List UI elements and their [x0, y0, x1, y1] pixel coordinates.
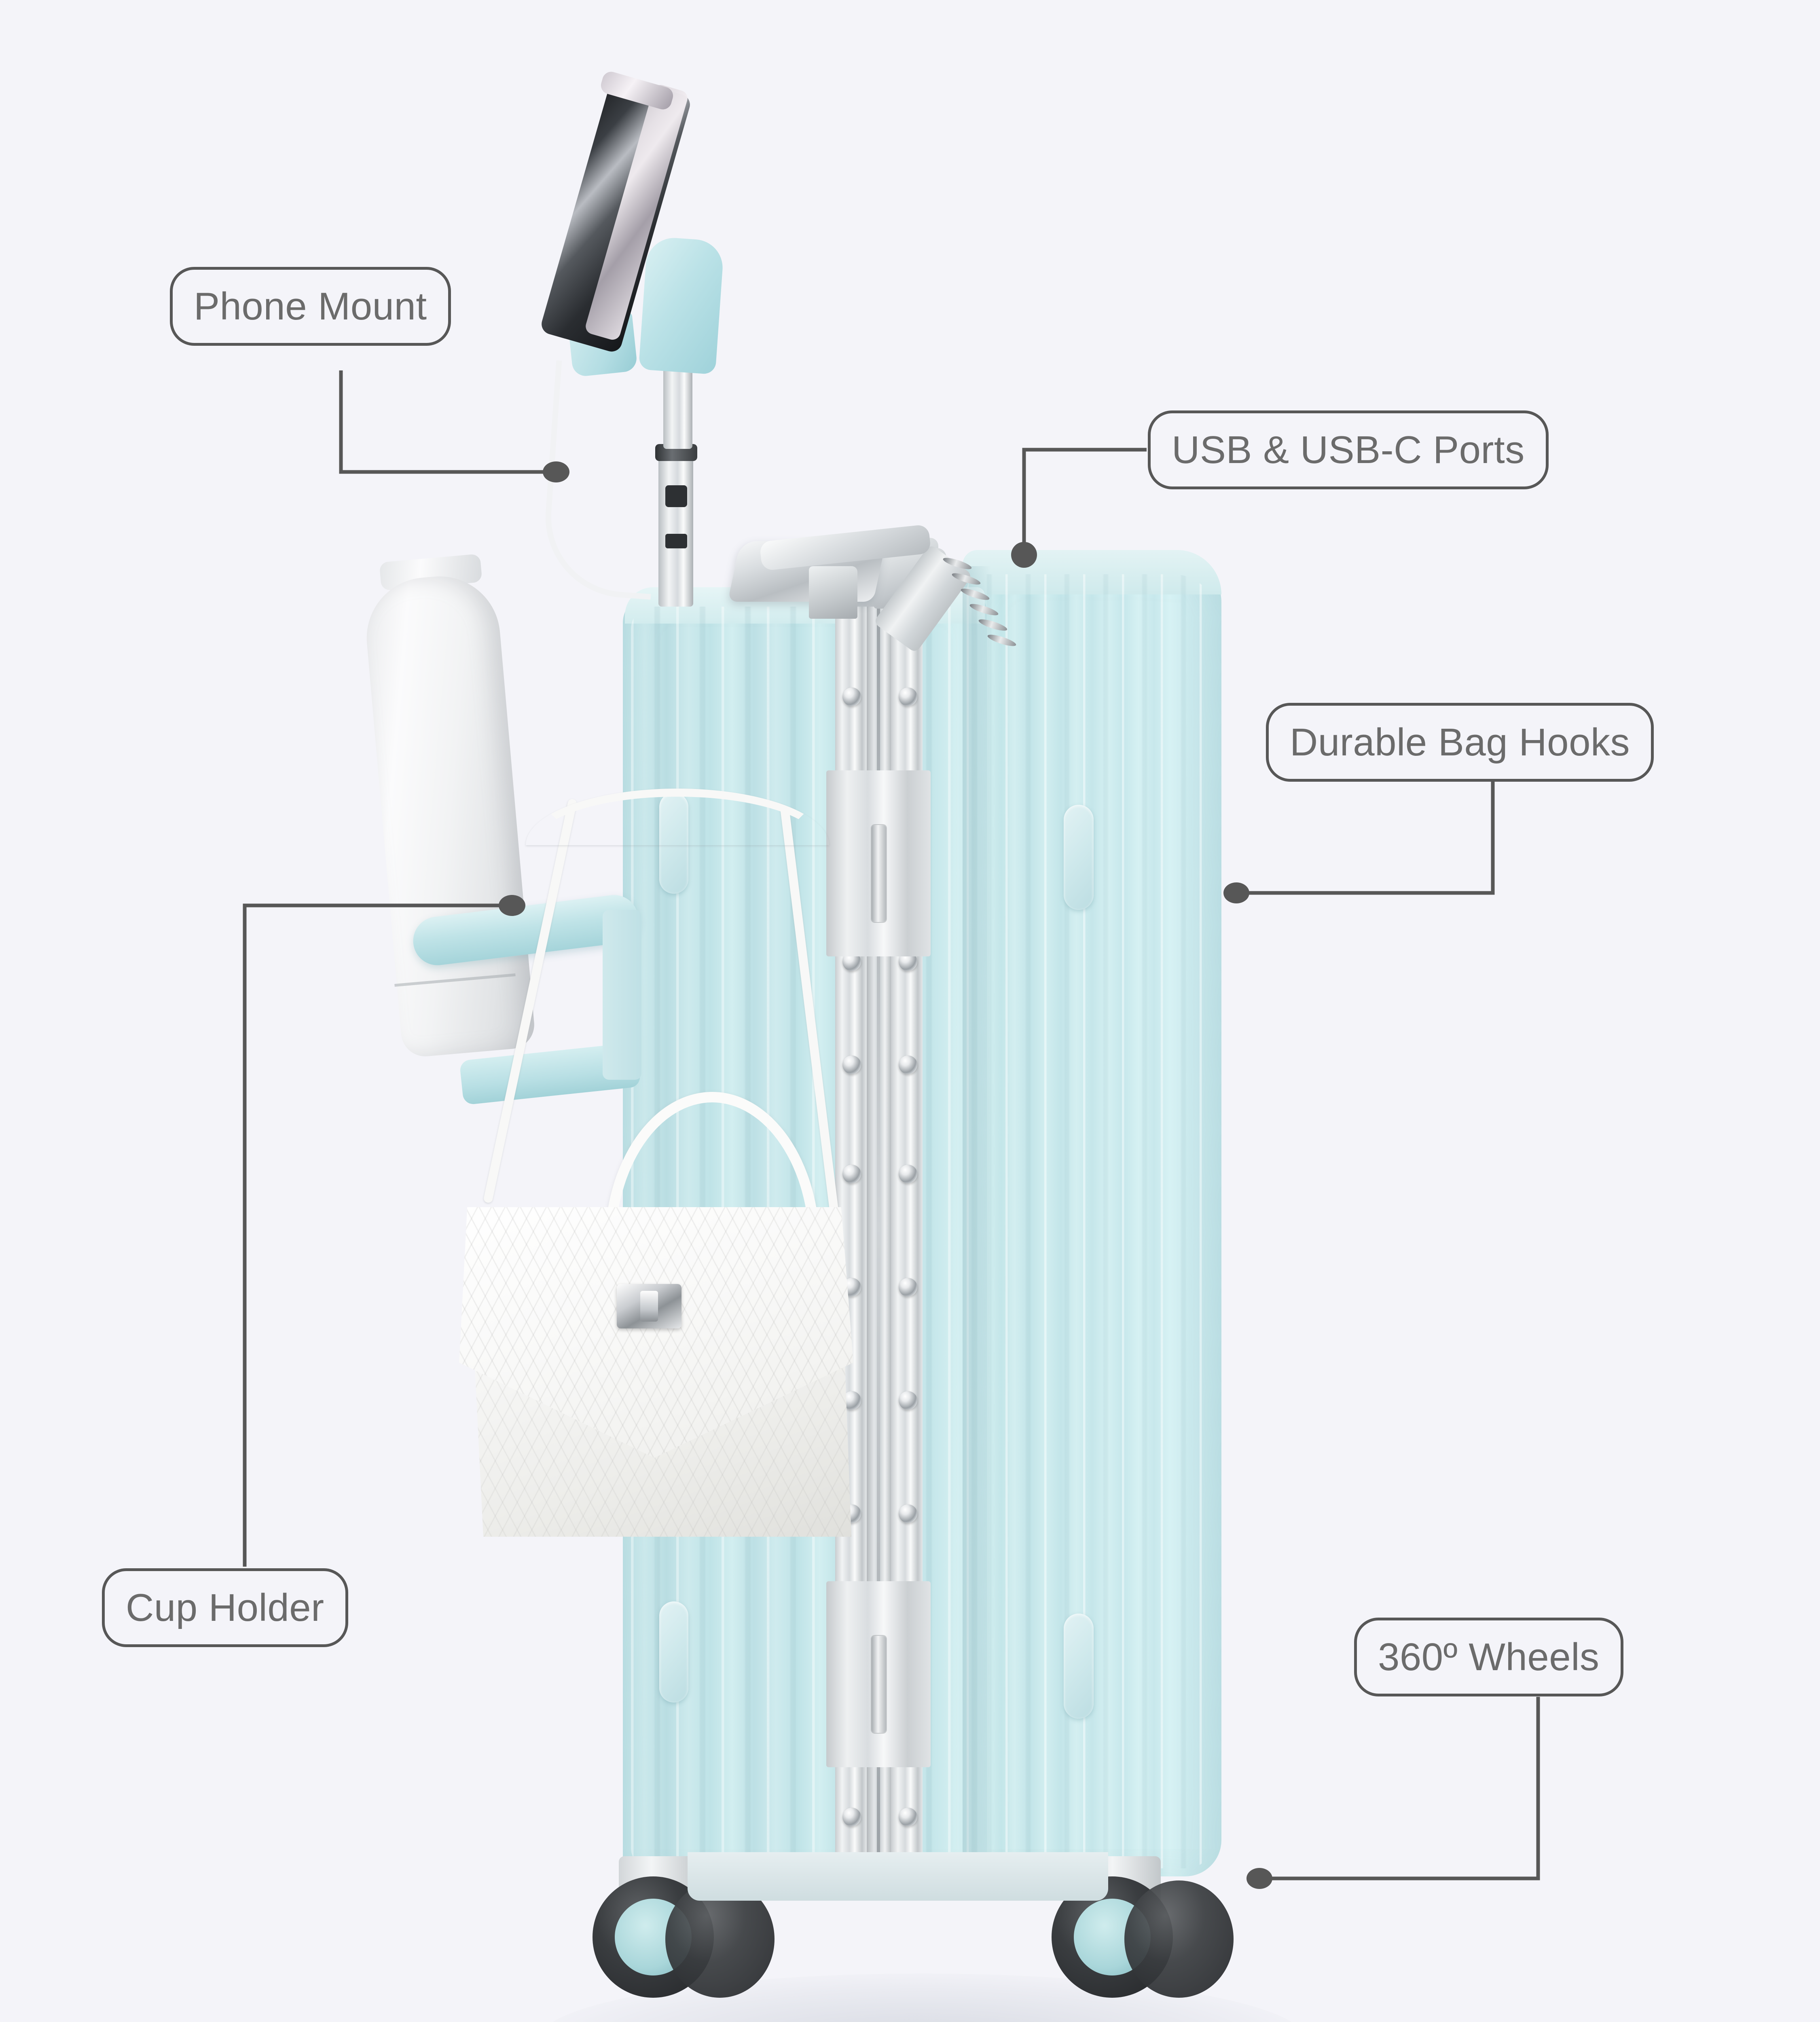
suitcase-bottom-plate	[688, 1852, 1108, 1901]
frame-rivet	[899, 687, 917, 706]
bag-hook-side-upper[interactable]	[1064, 805, 1094, 910]
phone-mount-cradle[interactable]	[638, 236, 725, 375]
callout-label-bag-hooks: Durable Bag Hooks	[1290, 720, 1630, 764]
wheel-front-right-inner[interactable]	[1124, 1880, 1234, 1998]
frame-rivet	[899, 1165, 917, 1183]
pole-button[interactable]	[665, 485, 687, 507]
frame-rivet	[842, 1055, 861, 1074]
cup-holder-arm	[603, 910, 641, 1080]
callout-bag-hooks[interactable]: Durable Bag Hooks	[1266, 703, 1654, 782]
frame-rivet	[899, 1504, 917, 1523]
frame-rivet	[842, 1165, 861, 1183]
frame-rivet	[842, 1808, 861, 1826]
water-bottle	[362, 571, 536, 1059]
suitcase-corner-shade	[963, 566, 991, 1876]
callout-cup-holder[interactable]: Cup Holder	[102, 1568, 348, 1647]
telescoping-pole-lower	[658, 453, 693, 607]
bag-hook-side-lower[interactable]	[1064, 1614, 1094, 1719]
callout-phone-mount[interactable]: Phone Mount	[170, 267, 451, 346]
frame-rail-seam	[877, 566, 880, 1889]
frame-hinge-lower-knuckle	[872, 1636, 886, 1733]
callout-label-usb-ports: USB & USB-C Ports	[1172, 428, 1525, 472]
callout-usb-ports[interactable]: USB & USB-C Ports	[1148, 410, 1549, 489]
callout-wheels[interactable]: 360º Wheels	[1354, 1618, 1623, 1696]
frame-rivet	[899, 1808, 917, 1826]
frame-rivet	[842, 687, 861, 706]
bag-hook-front-lower[interactable]	[659, 1601, 688, 1703]
pole-button-secondary[interactable]	[665, 534, 687, 548]
callout-label-wheels: 360º Wheels	[1378, 1635, 1600, 1679]
callout-label-cup-holder: Cup Holder	[126, 1586, 324, 1629]
suitcase-side-top-bevel	[963, 550, 1221, 594]
frame-rivet	[899, 1391, 917, 1410]
frame-hinge-upper-knuckle	[872, 825, 886, 922]
frame-rivet	[899, 1278, 917, 1297]
handbag-lock-tongue	[640, 1291, 658, 1322]
callout-label-phone-mount: Phone Mount	[194, 284, 427, 328]
charging-cable	[540, 360, 667, 600]
frame-rivet	[899, 1055, 917, 1074]
top-carry-handle-mount	[809, 566, 857, 619]
